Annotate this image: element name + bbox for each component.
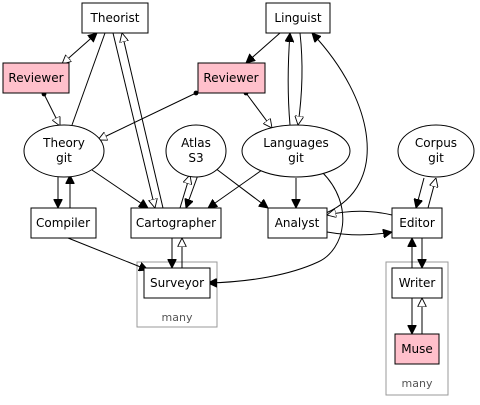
edge-theorygit-theorist (71, 32, 106, 126)
edge-atlas-cartographer (186, 174, 199, 208)
node-compiler: Compiler (30, 207, 97, 239)
node-theory-git-line1: Theory (42, 136, 85, 150)
node-atlas-s3: Atlas S3 (165, 124, 227, 178)
edge-editor-corpusgit (427, 178, 436, 209)
node-languages-git-line1: Languages (263, 136, 328, 150)
node-analyst: Analyst (267, 207, 328, 239)
node-reviewer-right: Reviewer (197, 62, 266, 94)
edge-compiler-surveyor (67, 237, 148, 270)
node-reviewer-right-label: Reviewer (203, 71, 258, 85)
node-surveyor: Surveyor (143, 267, 211, 299)
node-theorist: Theorist (81, 2, 149, 34)
node-linguist-label: Linguist (274, 11, 321, 25)
node-reviewer-left-label: Reviewer (8, 71, 63, 85)
edge-editor-analyst (327, 211, 393, 215)
surveyor-cluster: many (136, 261, 218, 328)
edge-reviewer-right-languagesgit (246, 93, 272, 128)
edge-linguist-languagesgit (298, 32, 302, 125)
node-theory-git-line2: git (56, 151, 72, 165)
node-compiler-label: Compiler (36, 216, 90, 230)
node-writer: Writer (391, 267, 443, 299)
edge-cartographer-theorist (122, 33, 164, 209)
node-cartographer-label: Cartographer (136, 216, 216, 230)
edge-linguist-reviewer (246, 32, 281, 63)
node-muse-label: Muse (401, 342, 433, 356)
node-writer-label: Writer (399, 276, 436, 290)
edge-reviewer-theorist (62, 33, 97, 64)
node-languages-git-line2: git (288, 151, 304, 165)
edge-languagesgit-cartographer (208, 169, 263, 208)
edge-theorist-cartographer (112, 32, 155, 208)
node-atlas-s3-line2: S3 (188, 151, 203, 165)
node-atlas-s3-line1: Atlas (181, 136, 211, 150)
edge-atlas-analyst (214, 167, 268, 208)
node-corpus-git-line1: Corpus (415, 136, 457, 150)
edges (44, 33, 436, 334)
edge-cartographer-atlas (179, 175, 190, 209)
node-cartographer: Cartographer (130, 207, 222, 239)
node-theory-git: Theory git (23, 124, 105, 178)
edge-theorygit-cartographer (91, 169, 148, 208)
node-linguist: Linguist (265, 2, 331, 34)
edge-languagesgit-linguist (288, 33, 290, 126)
node-editor-label: Editor (399, 216, 435, 230)
edge-analyst-editor (326, 232, 392, 235)
node-languages-git: Languages git (241, 124, 351, 178)
edge-reviewer-right-theorygit (98, 93, 196, 140)
edge-reviewer-theorygit (44, 94, 60, 126)
writer-cluster-label: many (402, 377, 433, 390)
surveyor-cluster-label: many (162, 311, 193, 324)
node-theorist-label: Theorist (90, 11, 140, 25)
node-surveyor-label: Surveyor (150, 276, 204, 290)
node-corpus-git: Corpus git (397, 124, 475, 178)
node-reviewer-left: Reviewer (2, 62, 70, 94)
node-editor: Editor (391, 207, 443, 239)
node-corpus-git-line2: git (428, 151, 444, 165)
edge-languagesgit-surveyor (208, 171, 344, 283)
writer-cluster: many (385, 261, 449, 396)
node-muse: Muse (394, 333, 440, 365)
edge-analyst-linguist (312, 33, 368, 214)
node-analyst-label: Analyst (275, 216, 320, 230)
edge-corpusgit-editor (416, 177, 425, 208)
